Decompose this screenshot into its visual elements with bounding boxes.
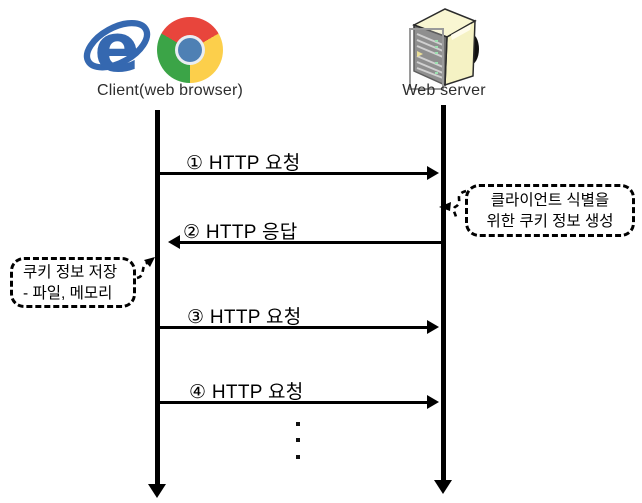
- chrome-icon-hub: [178, 38, 202, 62]
- ellipsis-dot: [296, 455, 300, 459]
- client-note-line1: 쿠키 정보 저장: [23, 263, 118, 281]
- message-3-label: ③ HTTP 요청: [187, 307, 302, 328]
- message-4-label: ④ HTTP 요청: [189, 382, 304, 403]
- message-4-arrowhead: [427, 395, 439, 409]
- server-lifeline: [441, 105, 446, 482]
- message-1-arrow-line: [160, 172, 427, 175]
- ellipsis-dot: [296, 438, 300, 442]
- message-4-arrow-line: [160, 401, 427, 404]
- client-note-connector-arrow: [136, 257, 155, 280]
- client-lifeline: [155, 110, 160, 486]
- message-2-arrow-line: [180, 241, 443, 244]
- message-2-arrowhead: [168, 235, 180, 249]
- client-note-callout: 쿠키 정보 저장 - 파일, 메모리: [10, 257, 136, 308]
- svg-text:e: e: [94, 13, 139, 83]
- ellipsis-dot: [296, 422, 300, 426]
- client-lifeline-arrowhead: [148, 484, 166, 498]
- message-3-arrowhead: [427, 320, 439, 334]
- server-note-line1: 클라이언트 식별을: [490, 191, 610, 209]
- server-note-callout: 클라이언트 식별을 위한 쿠키 정보 생성: [465, 184, 635, 237]
- message-1-arrowhead: [427, 166, 439, 180]
- server-note-line2: 위한 쿠키 정보 생성: [486, 212, 614, 230]
- internet-explorer-icon: e: [83, 13, 151, 83]
- server-tower-icon: [409, 8, 479, 90]
- server-note-connector-arrow: [439, 189, 467, 221]
- server-lifeline-arrowhead: [434, 480, 452, 494]
- client-note-line2: - 파일, 메모리: [23, 284, 113, 302]
- client-actor-label: Client(web browser): [96, 82, 244, 99]
- chrome-icon: [157, 17, 223, 83]
- message-1-label: ① HTTP 요청: [186, 153, 301, 174]
- chrome-icon-ring: [175, 35, 205, 65]
- message-3-arrow-line: [160, 326, 427, 329]
- server-actor-label: Web server: [402, 82, 486, 99]
- message-2-label: ② HTTP 응답: [183, 222, 298, 243]
